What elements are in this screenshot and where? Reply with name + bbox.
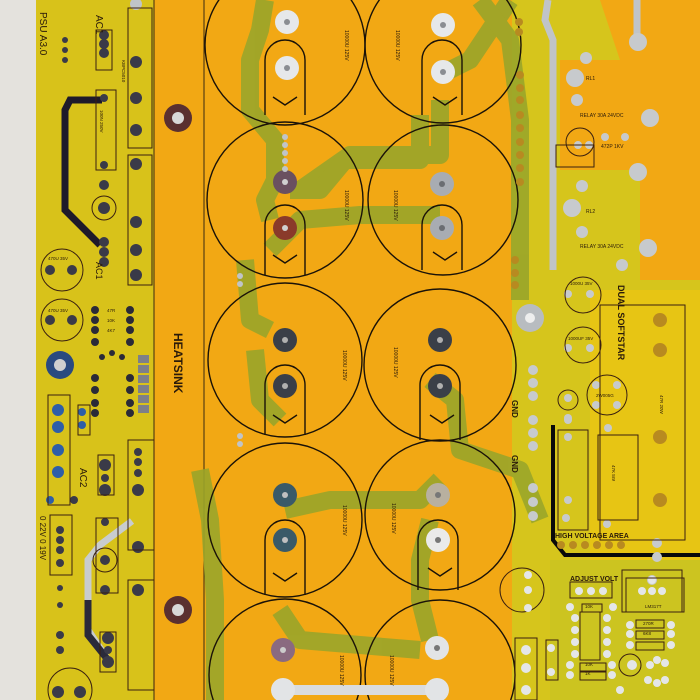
cap-label-c12: 10000U 125V bbox=[390, 503, 396, 534]
label-relay-1: RELAY 30A 24VDC bbox=[580, 113, 624, 119]
label-r-47r: 47R bbox=[107, 308, 116, 313]
cap-label-c20: 10000U 125V bbox=[392, 190, 398, 221]
board-name: PSU A3.0 bbox=[37, 12, 48, 56]
label-dual-softstar: DUAL SOFTSTAR bbox=[616, 285, 626, 361]
cap-label-c8: 10000U 125V bbox=[338, 655, 344, 686]
label-r15-val: 10K bbox=[585, 604, 593, 609]
label-br5-part: 2W005G bbox=[596, 393, 614, 398]
label-c8-small: 472P 1KV bbox=[601, 144, 624, 150]
label-r14-val: 1K bbox=[585, 671, 591, 676]
label-c16: 470U 35V bbox=[48, 256, 68, 261]
label-rl2: RL2 bbox=[586, 209, 595, 215]
label-high-voltage-area: HIGH VOLTAGE AREA bbox=[555, 533, 629, 540]
label-r16-val: 10K bbox=[585, 662, 593, 667]
label-ac2: AC2 bbox=[77, 468, 88, 488]
label-ac1-mid: AC1 bbox=[94, 262, 104, 280]
label-r-4k7: 4K7 bbox=[107, 328, 116, 333]
cap-label-c10: 10000U 125V bbox=[388, 655, 394, 686]
label-gnd-1: GND bbox=[510, 400, 519, 418]
label-r17-val: 270R bbox=[643, 621, 655, 626]
cap-label-c4: 10000U 125V bbox=[341, 350, 347, 381]
label-c3-val: 100N 250V bbox=[99, 110, 104, 133]
label-c30: 1000UF 35V bbox=[568, 336, 593, 341]
label-voltage-out: 0 22V 0 19V bbox=[38, 516, 47, 561]
cap-label-c11: 10000U 125V bbox=[392, 347, 398, 378]
cap-label-c5: 10000U 125V bbox=[394, 30, 400, 61]
cap-label-c9: 10000U 125V bbox=[343, 190, 349, 221]
label-adjust-volt: ADJUST VOLT bbox=[570, 576, 619, 583]
label-relay-2: RELAY 30A 24VDC bbox=[580, 244, 624, 250]
left-components bbox=[45, 30, 142, 325]
label-r1-val: 47R 20W bbox=[659, 395, 664, 415]
label-r4-val: 47K 5W bbox=[611, 465, 616, 482]
label-c22: 470U 35V bbox=[48, 308, 68, 313]
mounting-holes bbox=[46, 0, 544, 624]
capacitor-pads bbox=[271, 10, 455, 700]
power-trace-left bbox=[61, 96, 103, 248]
label-ac1-top: AC1 bbox=[93, 15, 104, 35]
label-r18-val: 6K8 bbox=[643, 631, 652, 636]
label-u3-part: LM317T bbox=[645, 604, 662, 609]
label-r-10k: 10K bbox=[107, 318, 115, 323]
cap-label-c7: 10000U 125V bbox=[341, 505, 347, 536]
label-rl1: RL1 bbox=[586, 76, 595, 82]
label-heatsink: HEATSINK bbox=[171, 333, 185, 394]
right-pads bbox=[562, 33, 662, 585]
label-c15: 1000U 35V bbox=[570, 281, 593, 286]
label-gnd-2: GND bbox=[510, 455, 519, 473]
main-capacitors bbox=[204, 0, 522, 700]
label-bridge-part: KBPC5010 bbox=[121, 60, 126, 83]
cap-label-c1: 10000U 125V bbox=[343, 30, 349, 61]
